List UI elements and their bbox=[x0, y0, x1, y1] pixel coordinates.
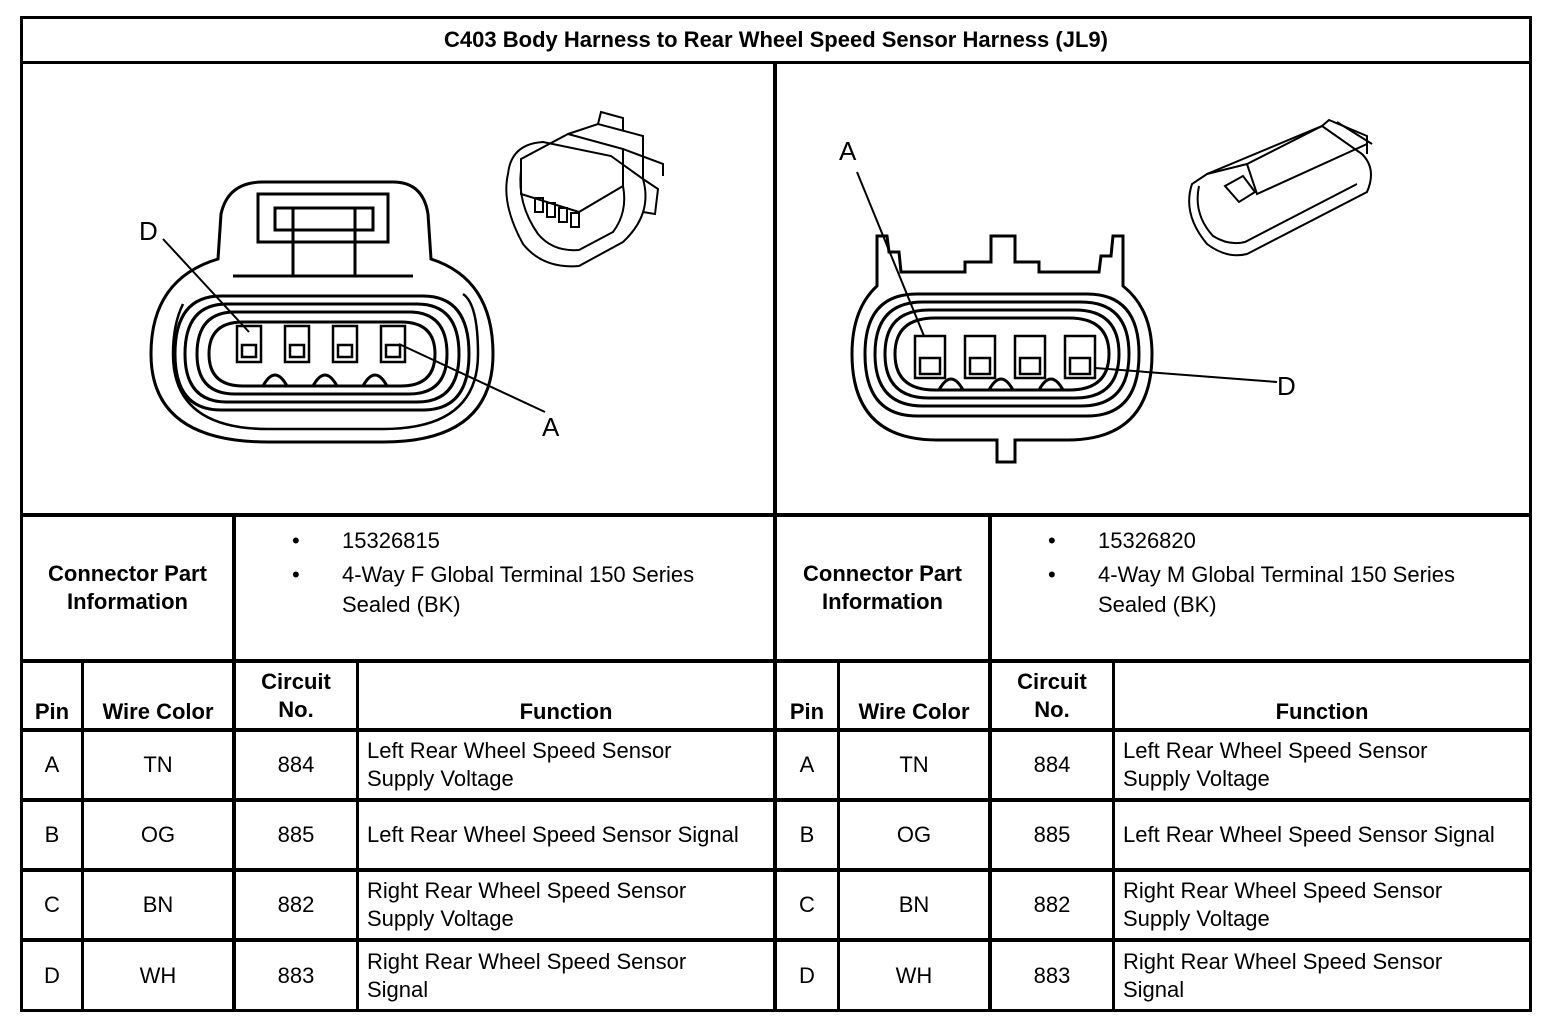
left-cell-circuit: 885 bbox=[277, 822, 315, 847]
female-connector-icon bbox=[505, 110, 664, 268]
right-cell-pin: C bbox=[799, 892, 815, 917]
left-col-divider-func bbox=[356, 659, 359, 1012]
center-divider bbox=[773, 61, 777, 1012]
right-diagram-label-d: D bbox=[1277, 371, 1296, 401]
left-header-circuit: Circuit No. bbox=[261, 668, 331, 722]
right-partinfo-divider bbox=[988, 513, 992, 1012]
left-cell-circuit: 883 bbox=[277, 962, 315, 988]
left-header-pin: Pin bbox=[34, 699, 70, 724]
right-part-info-item: • 4-Way M Global Terminal 150 Series Sea… bbox=[992, 560, 1522, 620]
table-header-divider bbox=[20, 728, 1532, 732]
left-cell-circuit: 884 bbox=[277, 752, 315, 777]
right-cell-circuit: 885 bbox=[1033, 822, 1071, 847]
right-col-divider-func bbox=[1112, 659, 1115, 1012]
right-part-description: 4-Way M Global Terminal 150 Series Seale… bbox=[1098, 562, 1456, 617]
right-cell-circuit: 882 bbox=[1033, 892, 1071, 917]
right-header-function: Function bbox=[1275, 699, 1369, 724]
right-cell-wire-color: OG bbox=[896, 822, 932, 847]
left-cell-function: Left Rear Wheel Speed Sensor Signal bbox=[367, 822, 739, 847]
bullet-icon: • bbox=[292, 562, 300, 587]
left-cell-circuit: 882 bbox=[277, 892, 315, 917]
left-cell-wire-color: WH bbox=[139, 962, 177, 988]
right-col-divider-pin bbox=[837, 659, 840, 1012]
page-title: C403 Body Harness to Rear Wheel Speed Se… bbox=[444, 27, 1108, 52]
right-connector-diagram: A D bbox=[839, 118, 1373, 464]
right-cell-pin: A bbox=[799, 752, 815, 777]
left-header-function: Function bbox=[519, 699, 613, 724]
row-divider-1 bbox=[20, 798, 1532, 802]
left-cell-pin: B bbox=[44, 822, 60, 847]
right-diagram-label-a: A bbox=[839, 136, 857, 166]
left-cell-wire-color: BN bbox=[142, 892, 174, 917]
right-part-info-item: • 15326820 bbox=[992, 526, 1522, 556]
left-cell-pin: A bbox=[44, 752, 60, 777]
bullet-icon: • bbox=[1048, 562, 1056, 587]
row-divider-3 bbox=[20, 938, 1532, 942]
right-part-info-list: • 15326820 • 4-Way M Global Terminal 150… bbox=[992, 526, 1522, 620]
right-cell-wire-color: BN bbox=[898, 892, 930, 917]
left-cell-wire-color: OG bbox=[140, 822, 176, 847]
right-cell-pin: B bbox=[799, 822, 815, 847]
bullet-icon: • bbox=[1048, 528, 1056, 553]
partinfo-divider bbox=[20, 659, 1532, 663]
left-part-number: 15326815 bbox=[342, 528, 440, 553]
left-cell-wire-color: TN bbox=[143, 752, 173, 777]
left-part-info-item: • 15326815 bbox=[236, 526, 766, 556]
left-cell-pin: D bbox=[44, 962, 60, 988]
left-part-description: 4-Way F Global Terminal 150 Series Seale… bbox=[342, 562, 695, 617]
male-connector-icon bbox=[1188, 118, 1373, 257]
left-col-divider-pin bbox=[81, 659, 84, 1012]
right-header-pin: Pin bbox=[789, 699, 825, 724]
right-cell-function: Left Rear Wheel Speed Sensor Signal bbox=[1123, 822, 1495, 847]
diagram-divider bbox=[20, 513, 1532, 517]
left-header-wire-color: Wire Color bbox=[102, 699, 214, 724]
right-cell-function: Right Rear Wheel Speed Sensor Supply Vol… bbox=[1123, 878, 1443, 931]
frame-top bbox=[20, 16, 1532, 19]
left-part-info-label: Connector Part Information bbox=[48, 561, 207, 614]
bullet-icon: • bbox=[292, 528, 300, 553]
right-part-number: 15326820 bbox=[1098, 528, 1196, 553]
right-header-circuit: Circuit No. bbox=[1017, 668, 1087, 722]
right-cell-function: Right Rear Wheel Speed Sensor Signal bbox=[1123, 948, 1443, 1002]
right-cell-pin: D bbox=[799, 962, 815, 988]
left-connector-diagram: D A bbox=[139, 110, 664, 444]
row-divider-2 bbox=[20, 868, 1532, 872]
left-cell-function: Left Rear Wheel Speed Sensor Supply Volt… bbox=[367, 738, 672, 791]
left-cell-function: Right Rear Wheel Speed Sensor Signal bbox=[367, 948, 687, 1002]
right-part-info-label: Connector Part Information bbox=[803, 561, 962, 614]
left-part-info-list: • 15326815 • 4-Way F Global Terminal 150… bbox=[236, 526, 766, 620]
left-diagram-label-d: D bbox=[139, 216, 158, 246]
right-cell-circuit: 884 bbox=[1033, 752, 1071, 777]
right-cell-wire-color: TN bbox=[899, 752, 929, 777]
left-part-info-item: • 4-Way F Global Terminal 150 Series Sea… bbox=[236, 560, 766, 620]
left-cell-function: Right Rear Wheel Speed Sensor Supply Vol… bbox=[367, 878, 687, 931]
right-header-wire-color: Wire Color bbox=[858, 699, 970, 724]
right-cell-circuit: 883 bbox=[1033, 962, 1071, 988]
left-partinfo-divider bbox=[232, 513, 236, 1012]
left-cell-pin: C bbox=[44, 892, 60, 917]
left-diagram-label-a: A bbox=[542, 412, 560, 442]
right-cell-wire-color: WH bbox=[895, 962, 933, 988]
right-cell-function: Left Rear Wheel Speed Sensor Supply Volt… bbox=[1123, 738, 1428, 791]
